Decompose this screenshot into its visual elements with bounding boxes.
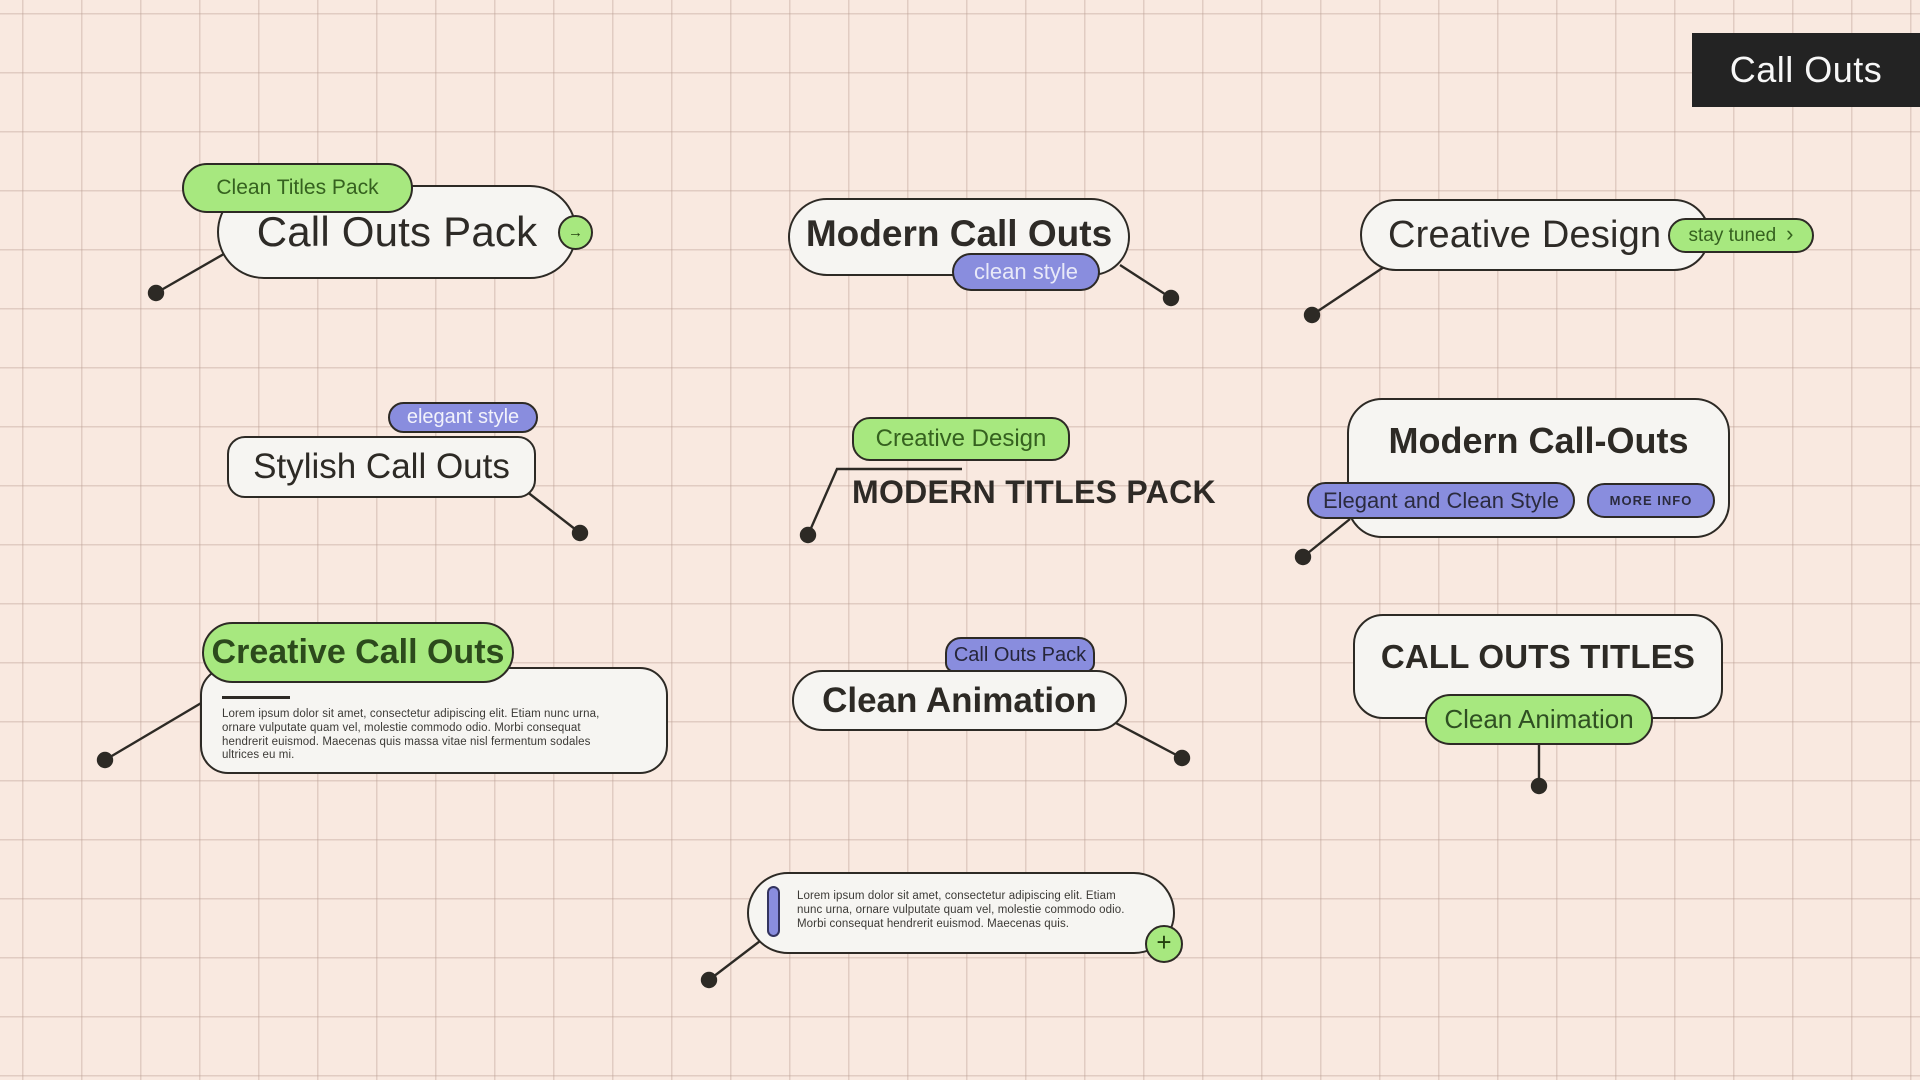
scene-title: Call Outs [1729, 49, 1883, 90]
leader-dot [1173, 749, 1191, 767]
leader-dot [700, 971, 718, 989]
callout-note-body: Lorem ipsum dolor sit amet, consectetur … [797, 890, 1125, 930]
callout-creative-callouts-title: Creative Call Outs [211, 633, 505, 671]
callout-modern-hyphen-subtitle-label: Elegant and Clean Style [1322, 487, 1560, 513]
callout-creative-callouts-title-pill: Creative Call Outs [202, 622, 514, 683]
callout-clean-anim-tag: Call Outs Pack [945, 637, 1095, 673]
more-info-button[interactable]: MORE INFO [1587, 483, 1715, 518]
leader-line [1119, 263, 1172, 300]
callout-modern-hyphen-subtitle: Elegant and Clean Style [1307, 482, 1575, 519]
callout-modern-tag: clean style [952, 253, 1100, 291]
callout-clean-anim-card: Clean Animation [792, 670, 1127, 731]
callout-modern-tag-label: clean style [974, 259, 1078, 284]
callout-clean-anim-tag-label: Call Outs Pack [953, 643, 1087, 666]
note-accent-bar [767, 886, 780, 937]
callout-pack-title: Call Outs Pack [256, 208, 538, 255]
stay-tuned-button[interactable]: stay tuned › [1668, 218, 1814, 253]
divider-line [222, 696, 290, 699]
arrow-right-icon: → [568, 224, 583, 241]
callout-creative-callouts-body: Lorem ipsum dolor sit amet, consectetur … [222, 708, 600, 762]
add-button[interactable]: + [1145, 925, 1183, 963]
leader-dot [1303, 306, 1321, 324]
callout-modern-hyphen-title: Modern Call-Outs [1388, 420, 1689, 461]
leader-line [104, 697, 209, 762]
callout-creative-callouts-card [200, 667, 668, 774]
callout-titles-pack-tag: Creative Design [852, 417, 1070, 461]
callout-stylish-title: Stylish Call Outs [253, 447, 510, 486]
callout-pack-tag: Clean Titles Pack [182, 163, 413, 213]
callout-note-card [747, 872, 1175, 954]
scene-title-badge: Call Outs [1692, 33, 1920, 107]
callout-stylish-tag-label: elegant style [406, 406, 520, 428]
leader-line [1302, 518, 1351, 558]
arrow-button[interactable]: → [558, 215, 593, 250]
callout-outs-titles-title: CALL OUTS TITLES [1380, 638, 1696, 675]
callout-creative-title: Creative Design [1388, 213, 1662, 256]
leader-line [525, 490, 581, 534]
leader-dot [799, 526, 817, 544]
more-info-label: MORE INFO [1609, 493, 1693, 508]
callout-pack-tag-label: Clean Titles Pack [216, 176, 379, 199]
callout-titles-pack-tag-label: Creative Design [875, 425, 1047, 452]
callout-outs-titles-tag: Clean Animation [1425, 694, 1653, 745]
callout-stylish-tag: elegant style [388, 402, 538, 433]
callout-modern-title: Modern Call Outs [805, 213, 1113, 254]
plus-icon: + [1156, 927, 1172, 957]
leader-line [1111, 719, 1183, 760]
callout-outs-titles-tag-label: Clean Animation [1444, 704, 1634, 734]
leader-line [1311, 262, 1391, 316]
callout-stylish-card: Stylish Call Outs [227, 436, 536, 498]
leader-dot [1294, 548, 1312, 566]
callout-clean-anim-title: Clean Animation [822, 680, 1097, 720]
leader-dot [571, 524, 589, 542]
callout-creative-card: Creative Design [1360, 199, 1710, 271]
leader-dot [147, 284, 165, 302]
leader-dot [1162, 289, 1180, 307]
leader-dot [96, 751, 114, 769]
leader-line [708, 937, 765, 981]
leader-dot [1530, 777, 1548, 795]
stay-tuned-label: stay tuned [1688, 224, 1777, 246]
callout-titles-pack-title: MODERN TITLES PACK [852, 474, 1216, 510]
